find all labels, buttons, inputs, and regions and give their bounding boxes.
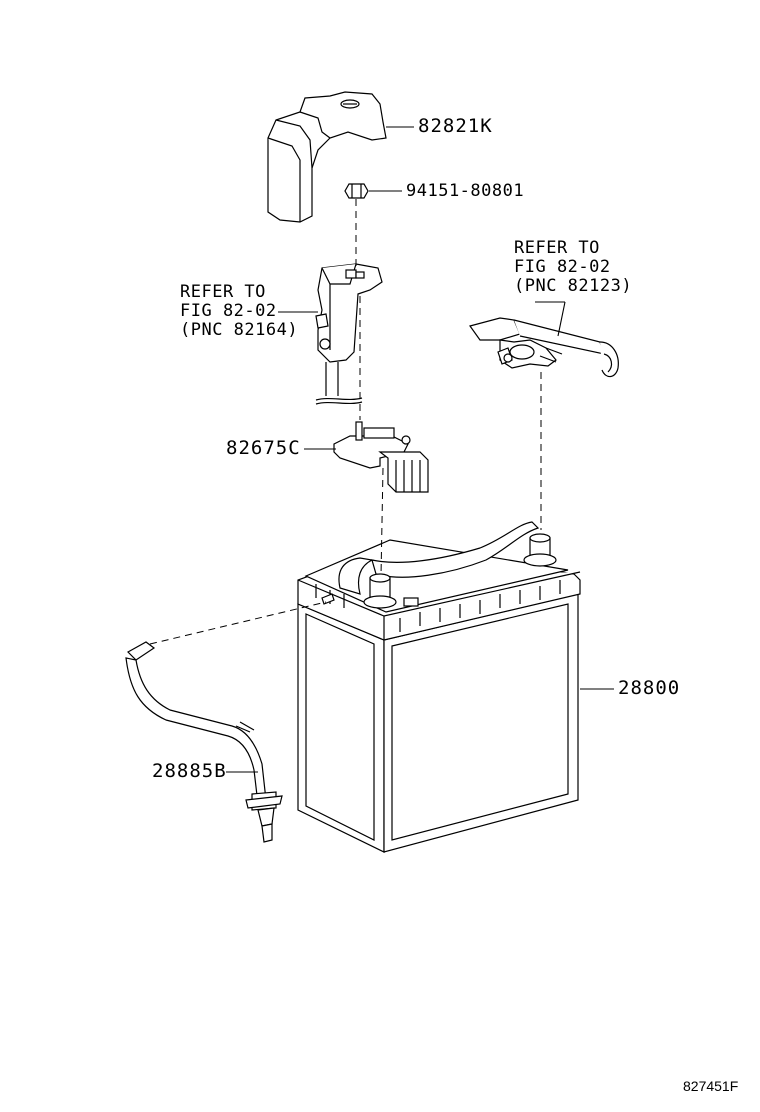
refer-right-line2[interactable]: FIG 82-02: [514, 257, 611, 277]
refer-left-line1: REFER TO: [180, 282, 266, 302]
label-94151-80801[interactable]: 94151-80801: [406, 181, 525, 201]
current-sensor-82675c[interactable]: [333, 421, 429, 493]
assembly-lines: [149, 199, 542, 645]
battery-28800[interactable]: [297, 521, 581, 853]
terminal-clamp-82123[interactable]: [469, 317, 619, 378]
refer-right-line1: REFER TO: [514, 238, 600, 258]
terminal-cover-82821k[interactable]: [267, 91, 387, 223]
diagram-id: 827451F: [683, 1078, 739, 1094]
label-28885b[interactable]: 28885B: [152, 760, 227, 782]
label-28800[interactable]: 28800: [618, 677, 681, 699]
refer-left-line2[interactable]: FIG 82-02: [180, 301, 277, 321]
refer-left-line3[interactable]: (PNC 82164): [180, 320, 299, 340]
label-82675c[interactable]: 82675C: [226, 437, 301, 459]
leader-lines: [226, 126, 614, 773]
nut-94151-80801[interactable]: [344, 183, 369, 199]
terminal-clamp-82164[interactable]: [315, 263, 383, 405]
refer-right-line3[interactable]: (PNC 82123): [514, 276, 633, 296]
label-82821k[interactable]: 82821K: [418, 115, 493, 137]
vent-hose-28885b[interactable]: [125, 641, 283, 843]
